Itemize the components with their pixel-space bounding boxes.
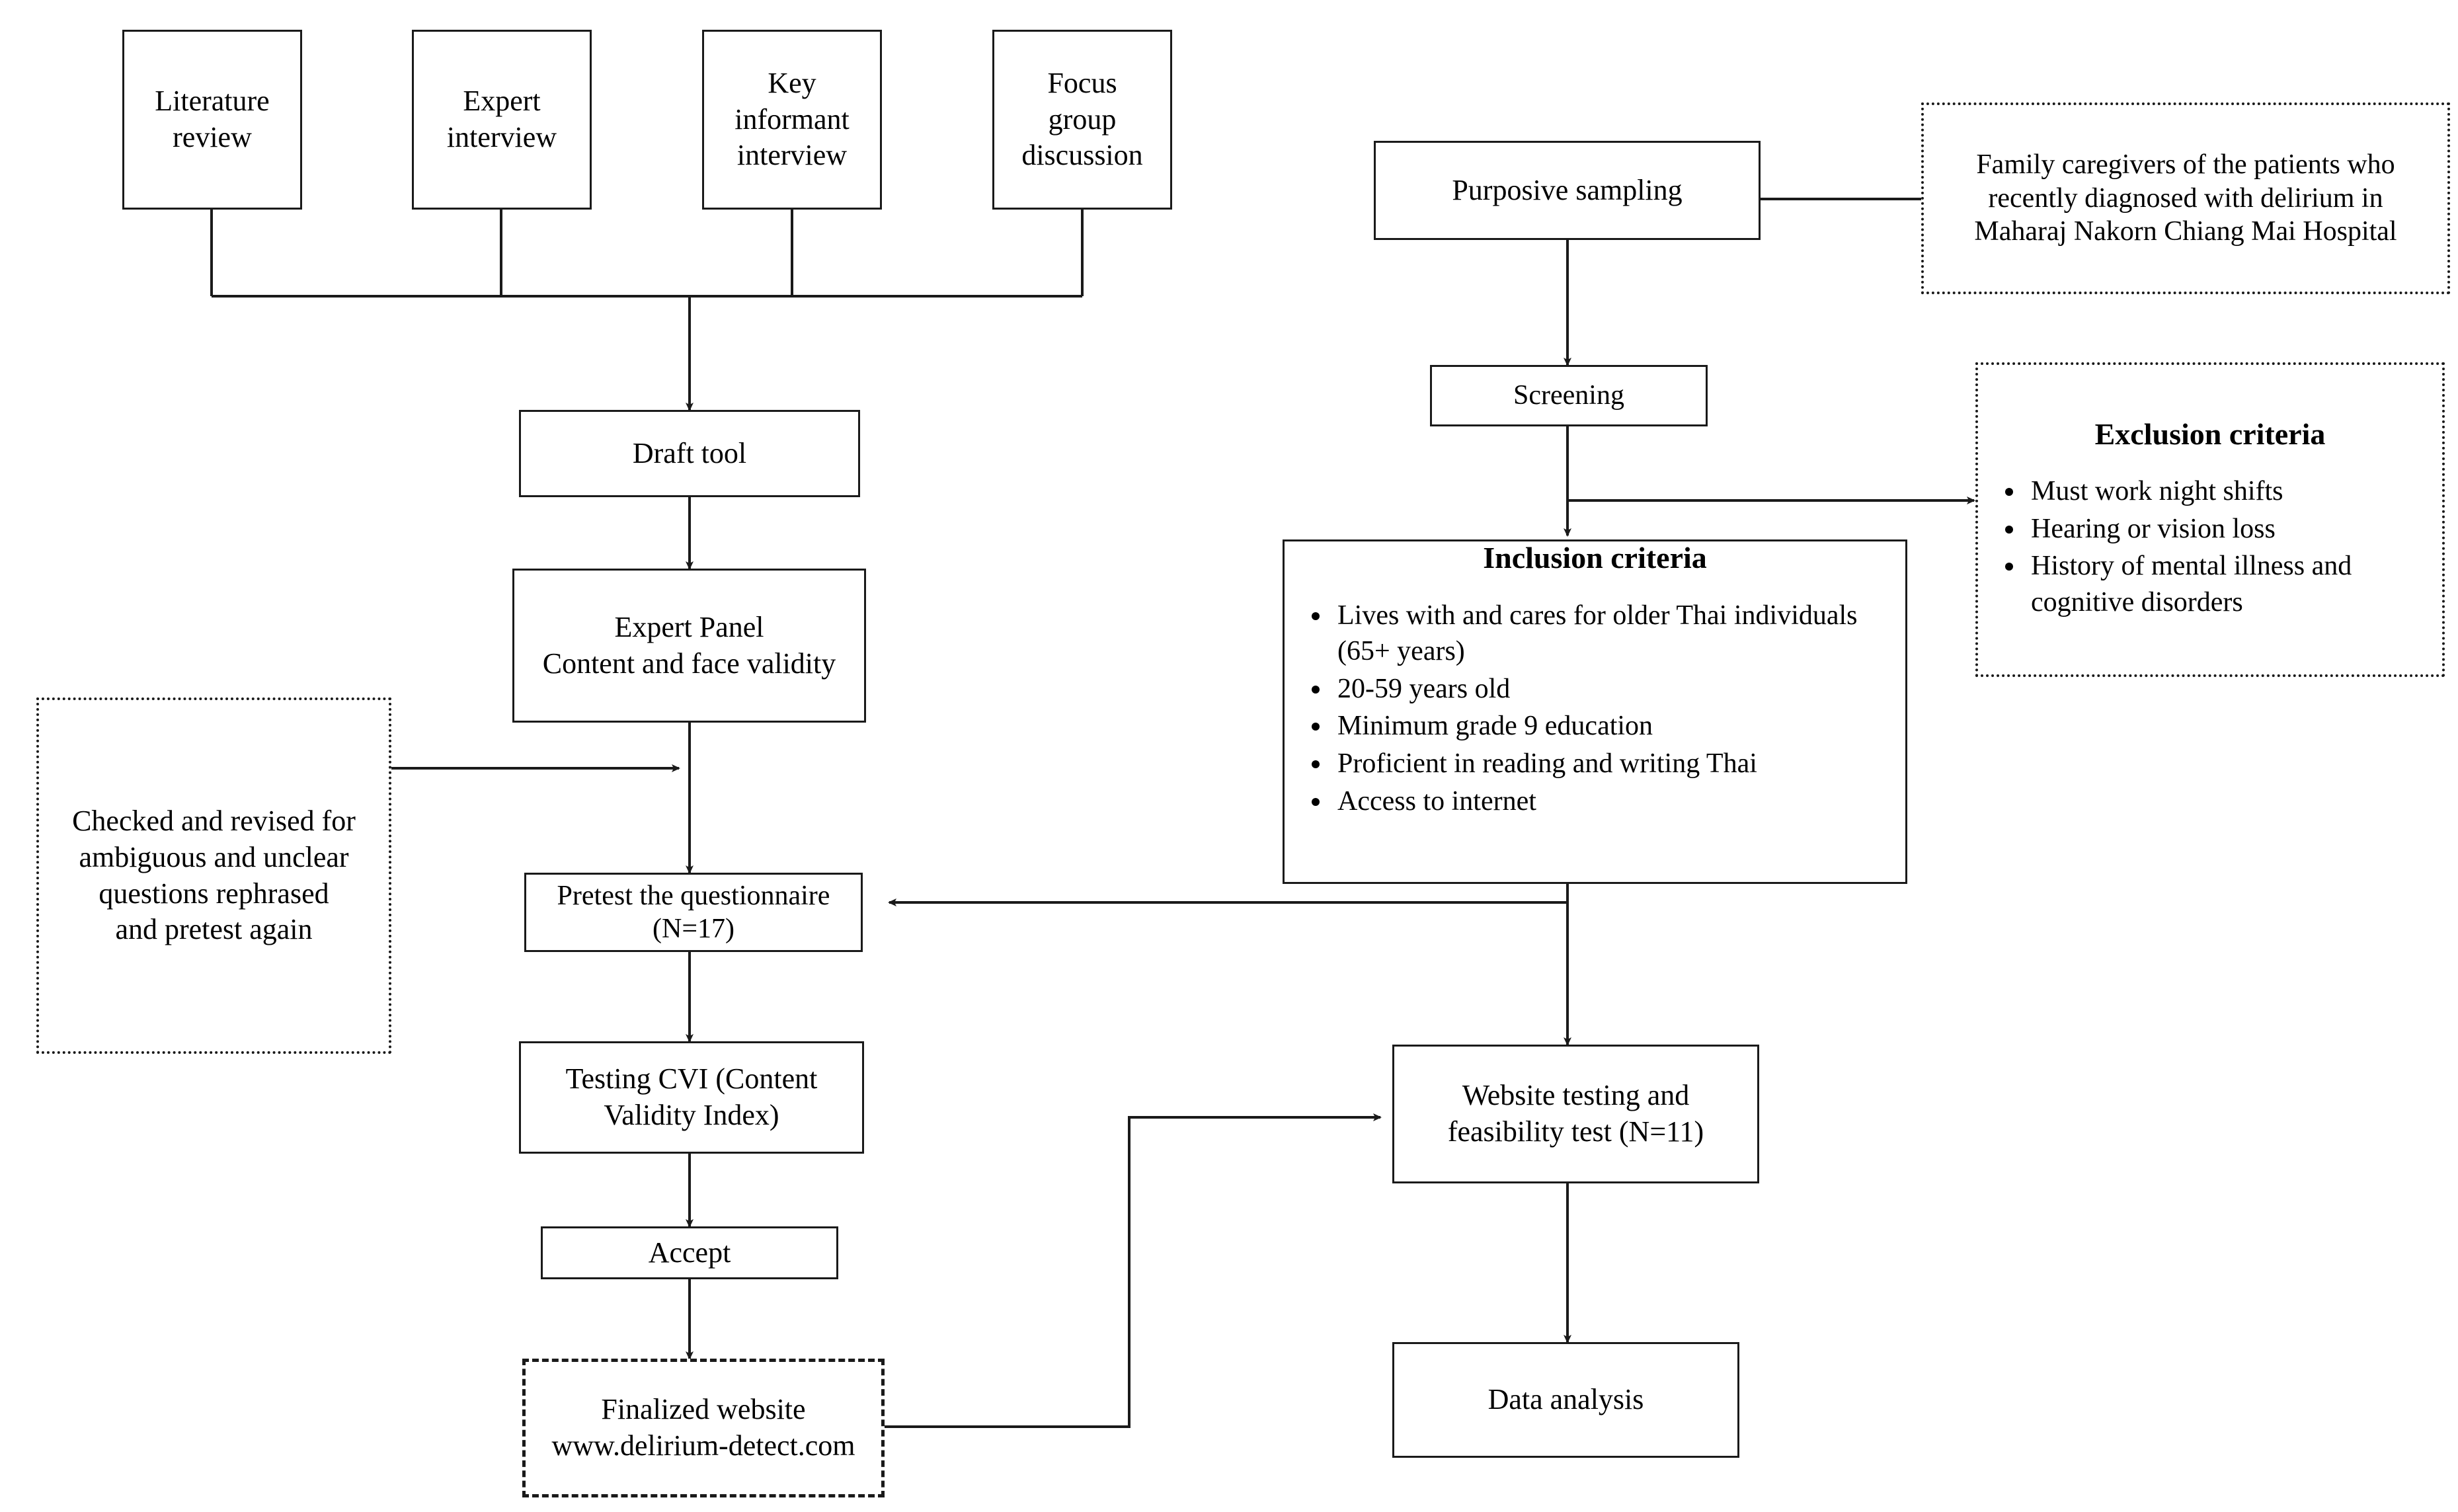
node-literature-review[interactable]: Literature review [122, 30, 302, 210]
list-item: Hearing or vision loss [2026, 511, 2436, 547]
node-screening[interactable]: Screening [1430, 365, 1708, 426]
list-item: Access to internet [1332, 783, 1899, 820]
list-item: 20-59 years old [1332, 671, 1899, 707]
node-finalized-website[interactable]: Finalized website www.delirium-detect.co… [522, 1359, 885, 1497]
inclusion-criteria-title: Inclusion criteria [1483, 541, 1707, 575]
node-draft-tool-label: Draft tool [632, 436, 747, 469]
node-literature-review-label: Literature review [155, 85, 270, 153]
node-family-caregivers[interactable]: Family caregivers of the patients who re… [1921, 102, 2450, 294]
node-exclusion-criteria[interactable]: Exclusion criteria Must work night shift… [1975, 362, 2445, 677]
node-testing-cvi-label: Testing CVI (Content Validity Index) [565, 1062, 818, 1131]
node-data-analysis-label: Data analysis [1487, 1383, 1644, 1416]
node-purposive-sampling[interactable]: Purposive sampling [1374, 141, 1761, 240]
node-family-caregivers-label: Family caregivers of the patients who re… [1974, 149, 2397, 247]
node-finalized-website-label: Finalized website www.delirium-detect.co… [551, 1393, 855, 1462]
list-item: Lives with and cares for older Thai indi… [1332, 598, 1899, 670]
node-accept[interactable]: Accept [541, 1226, 838, 1279]
node-testing-cvi[interactable]: Testing CVI (Content Validity Index) [519, 1041, 864, 1154]
node-key-informant-interview-label: Key informant interview [734, 67, 850, 172]
node-website-testing-label: Website testing and feasibility test (N=… [1447, 1079, 1704, 1148]
edge-finalized-website-to-website-testing [885, 1113, 1382, 1428]
node-expert-interview[interactable]: Expert interview [412, 30, 592, 210]
node-focus-group-discussion-label: Focus group discussion [1021, 67, 1143, 172]
list-item: Must work night shifts [2026, 473, 2436, 510]
list-item: Minimum grade 9 education [1332, 708, 1899, 744]
node-expert-panel-label: Expert Panel Content and face validity [542, 610, 836, 680]
node-purposive-sampling-label: Purposive sampling [1452, 173, 1683, 206]
exclusion-criteria-body: Exclusion criteria Must work night shift… [1978, 417, 2442, 622]
exclusion-criteria-title: Exclusion criteria [2094, 417, 2326, 451]
node-checked-revised[interactable]: Checked and revised for ambiguous and un… [36, 697, 391, 1054]
node-focus-group-discussion[interactable]: Focus group discussion [992, 30, 1172, 210]
node-key-informant-interview[interactable]: Key informant interview [702, 30, 882, 210]
node-pretest[interactable]: Pretest the questionnaire (N=17) [524, 873, 863, 952]
node-pretest-label: Pretest the questionnaire (N=17) [557, 880, 830, 944]
node-inclusion-criteria[interactable]: Inclusion criteria Lives with and cares … [1283, 539, 1907, 884]
node-expert-interview-label: Expert interview [446, 85, 557, 153]
node-website-testing[interactable]: Website testing and feasibility test (N=… [1392, 1045, 1759, 1183]
edge-inclusion-to-pretest [888, 884, 1569, 906]
node-draft-tool[interactable]: Draft tool [519, 410, 860, 497]
list-item: History of mental illness and cognitive … [2026, 548, 2436, 620]
node-expert-panel[interactable]: Expert Panel Content and face validity [512, 569, 866, 723]
node-screening-label: Screening [1513, 380, 1624, 411]
node-data-analysis[interactable]: Data analysis [1392, 1342, 1739, 1458]
inclusion-criteria-body: Inclusion criteria Lives with and cares … [1285, 541, 1905, 820]
node-accept-label: Accept [648, 1236, 731, 1269]
node-checked-revised-label: Checked and revised for ambiguous and un… [72, 805, 356, 946]
inclusion-criteria-list: Lives with and cares for older Thai indi… [1291, 598, 1899, 820]
exclusion-criteria-list: Must work night shiftsHearing or vision … [1985, 473, 2436, 620]
list-item: Proficient in reading and writing Thai [1332, 746, 1899, 782]
